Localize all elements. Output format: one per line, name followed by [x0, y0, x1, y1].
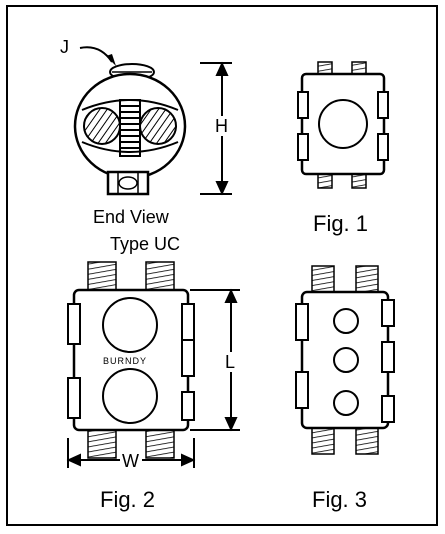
burndy-brand-mark: BURNDY	[103, 356, 147, 366]
fig3-drawing	[296, 266, 394, 454]
fig1-caption: Fig. 1	[313, 211, 368, 236]
end-view-drawing	[75, 64, 185, 194]
j-leader	[80, 47, 116, 66]
dimension-w-label: W	[122, 451, 139, 471]
dimension-h-label: H	[215, 116, 228, 136]
fig1-drawing	[298, 62, 388, 188]
fig2-caption: Fig. 2	[100, 487, 155, 512]
end-view-caption: End View	[93, 207, 170, 227]
fig3-caption: Fig. 3	[312, 487, 367, 512]
type-uc-caption: Type UC	[110, 234, 180, 254]
dimension-j-label: J	[60, 37, 69, 57]
dimension-l-label: L	[225, 352, 235, 372]
